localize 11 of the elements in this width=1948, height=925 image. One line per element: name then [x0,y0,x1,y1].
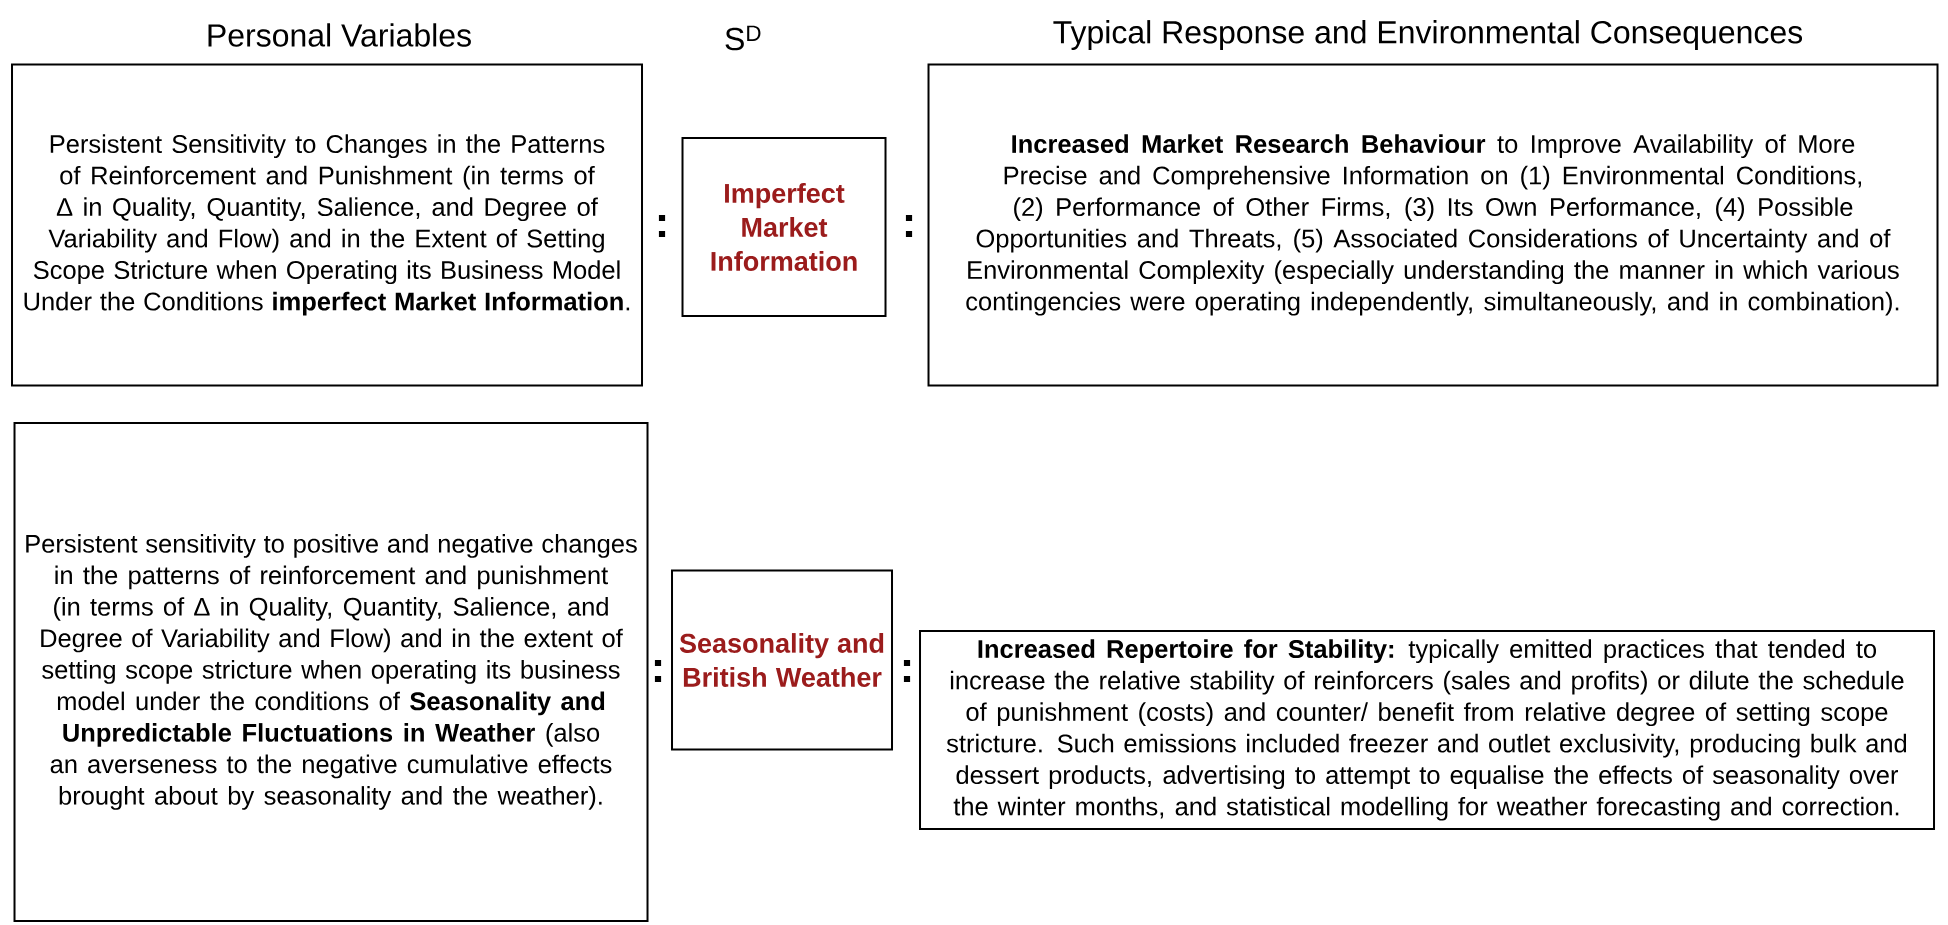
stimulus-box: Seasonality and British Weather [671,569,893,751]
text-box: Increased Market Research Behaviour to Improve Availability of More Precise and Comprehensive Information on (1) Environmental Conditions, (2) Performance of Other Firms, (3) Its Own Performance, (4) Possible Opportunities and Threats, (5) Associated Considerations of Uncertainty and of Environmental Complexity (especially understanding the manner in which various contingencies were operating independently, simultaneously, and in combination). [927,63,1939,387]
colon-sign: : [905,214,913,238]
text-box: Persistent Sensitivity to Changes in the Patterns of Reinforcement and Punishment (in terms of Δ in Quality, Quantity, Salience, and Degree of Variability and Flow) and in the Extent of Setting Scope Stricture when Operating its Business Model Under the Conditions imperfect Market Information. [11,63,643,387]
colon-sign: : [903,659,911,683]
stimulus-box: Imperfect Market Information [681,137,887,317]
column-heading: S$^{D}$ [725,25,761,51]
colon-sign: : [654,659,662,683]
text-box: Increased Repertoire for Stability: typically emitted practices that tended to increase the relative stability of reinforcers (sales and profits) or dilute the schedule of punishment (costs) and counter/ benefit from relative degree of setting scope stricture. Such emissions included freezer and outlet exclusivity, producing bulk and dessert products, advertising to attempt to equalise the effects of seasonality over the winter months, and statistical modelling for weather forecasting and correction. [919,630,1935,830]
text-box: Persistent sensitivity to positive and negative changes in the patterns of reinforcement and punishment (in terms of Δ in Quality, Quantity, Salience, and Degree of Variability and Flow) and in the extent of setting scope stricture when operating its business model under the conditions of Seasonality and Unpredictable Fluctuations in Weather (also an averseness to the negative cumulative effects brought about by seasonality and the weather). [13,422,649,922]
colon-sign: : [658,214,666,238]
